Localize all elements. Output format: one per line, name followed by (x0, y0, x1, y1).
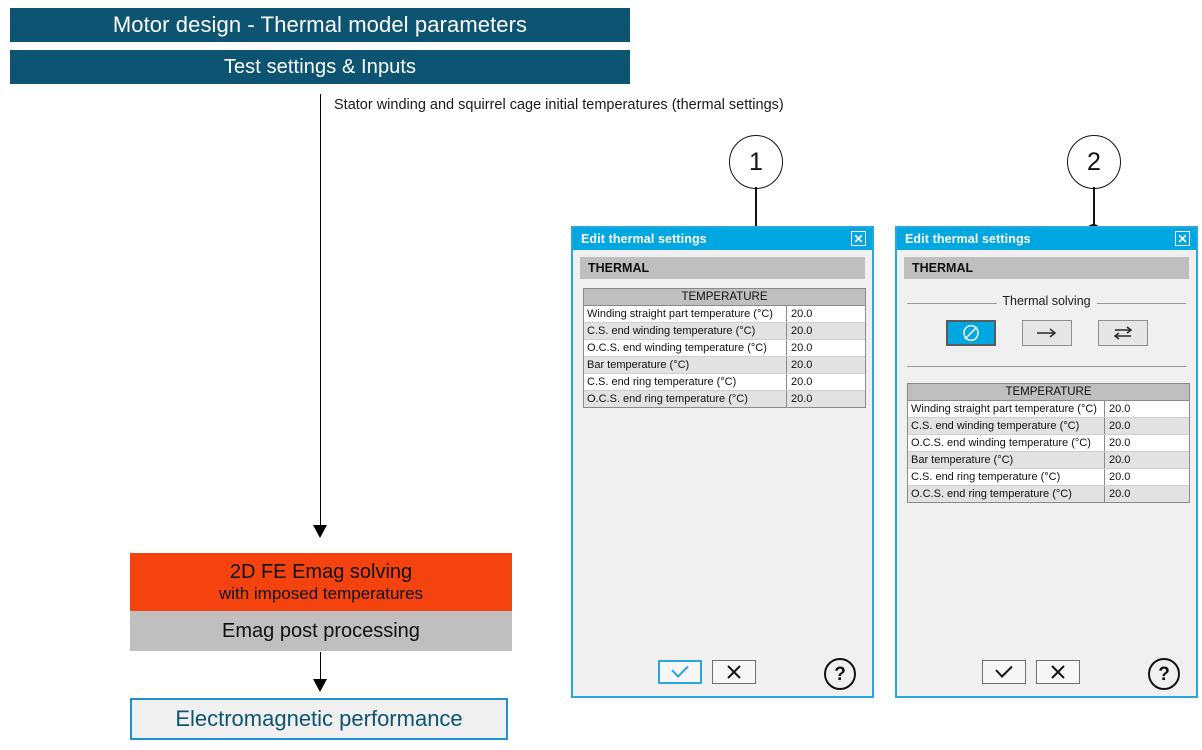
table-row-value[interactable]: 20.0 (1109, 403, 1131, 415)
callout-circle-1: 1 (729, 135, 783, 189)
table-row: O.C.S. end winding temperature (°C) 20.0 (908, 435, 1189, 452)
flow-connector-line-1 (320, 94, 321, 534)
flow-box-emag-line1: 2D FE Emag solving (229, 561, 413, 584)
right-arrow-glyph (1036, 328, 1056, 338)
flow-box-emag-post-processing: Emag post processing (130, 611, 512, 651)
table-row-value[interactable]: 20.0 (791, 308, 813, 320)
dialog2-title: Edit thermal settings (905, 232, 1031, 246)
table-row-value[interactable]: 20.0 (1109, 471, 1131, 483)
page-subtitle-banner: Test settings & Inputs (10, 50, 630, 84)
dialog-edit-thermal-settings-2: Edit thermal settings ✕ THERMAL Thermal … (895, 226, 1198, 698)
dialog2-footer: ? (897, 658, 1196, 690)
no-coupling-icon[interactable] (945, 320, 996, 346)
table-row-value[interactable]: 20.0 (791, 325, 813, 337)
table-row-label: Bar temperature (°C) (908, 452, 1105, 468)
cross-glyph (727, 665, 741, 679)
table-row-value[interactable]: 20.0 (791, 376, 813, 388)
table-row: C.S. end ring temperature (°C) 20.0 (908, 469, 1189, 486)
flow-box-post-label: Emag post processing (222, 619, 420, 642)
table-row: Winding straight part temperature (°C) 20… (584, 306, 865, 323)
group-rule-bottom (907, 366, 1186, 367)
dialog2-tab-thermal[interactable]: THERMAL (904, 257, 1189, 279)
table-row-label: O.C.S. end winding temperature (°C) (584, 340, 787, 356)
dialog1-body: THERMAL TEMPERATURE Winding straight par… (573, 250, 872, 696)
page-title-banner: Motor design - Thermal model parameters (10, 8, 630, 42)
flow-arrowhead-1 (313, 525, 327, 538)
cross-icon[interactable] (712, 660, 756, 684)
table-row: Winding straight part temperature (°C) 20… (908, 401, 1189, 418)
bidirectional-arrows-glyph (1113, 326, 1132, 340)
close-icon[interactable]: ✕ (851, 231, 866, 246)
table-row-label: O.C.S. end ring temperature (°C) (584, 391, 787, 407)
table-row-label: O.C.S. end winding temperature (°C) (908, 435, 1105, 451)
table-row: O.C.S. end winding temperature (°C) 20.0 (584, 340, 865, 357)
table-row-label: C.S. end winding temperature (°C) (584, 323, 787, 339)
table-row: C.S. end winding temperature (°C) 20.0 (908, 418, 1189, 435)
flow-connector-line-2 (320, 652, 321, 684)
table-row-label: Bar temperature (°C) (584, 357, 787, 373)
thermal-solving-label: Thermal solving (996, 294, 1097, 308)
checkmark-glyph (995, 665, 1013, 678)
table-row-value[interactable]: 20.0 (791, 393, 813, 405)
checkmark-icon[interactable] (982, 660, 1026, 684)
page-title: Motor design - Thermal model parameters (112, 12, 528, 37)
table-row: O.C.S. end ring temperature (°C) 20.0 (584, 391, 865, 407)
table-row-label: O.C.S. end ring temperature (°C) (908, 486, 1105, 502)
group-rule-right (1088, 303, 1186, 304)
checkmark-icon[interactable] (658, 660, 702, 684)
table-row: Bar temperature (°C) 20.0 (584, 357, 865, 374)
dialog1-footer: ? (573, 658, 872, 690)
dialog2-tab-label: THERMAL (912, 261, 974, 275)
table-row: C.S. end ring temperature (°C) 20.0 (584, 374, 865, 391)
callout-circle-2: 2 (1067, 135, 1121, 189)
one-way-coupling-icon[interactable] (1021, 320, 1072, 346)
table-row-value[interactable]: 20.0 (1109, 488, 1131, 500)
dialog-edit-thermal-settings-1: Edit thermal settings ✕ THERMAL TEMPERAT… (571, 226, 874, 698)
thermal-solving-mode-buttons (907, 320, 1186, 346)
cross-icon[interactable] (1036, 660, 1080, 684)
dialog1-title: Edit thermal settings (581, 232, 707, 246)
dialog1-tab-thermal[interactable]: THERMAL (580, 257, 865, 279)
two-way-coupling-icon[interactable] (1097, 320, 1148, 346)
table-row-value[interactable]: 20.0 (1109, 420, 1131, 432)
question-mark-icon[interactable]: ? (824, 658, 856, 690)
dialog2-titlebar[interactable]: Edit thermal settings ✕ (897, 228, 1196, 250)
cross-glyph (1051, 665, 1065, 679)
checkmark-glyph (671, 665, 689, 678)
group-rule-left (907, 303, 1005, 304)
table-row-label: C.S. end winding temperature (°C) (908, 418, 1105, 434)
table-row: O.C.S. end ring temperature (°C) 20.0 (908, 486, 1189, 502)
no-coupling-glyph (962, 324, 979, 342)
question-mark-icon[interactable]: ? (1148, 658, 1180, 690)
temperature-table-2-rows: Winding straight part temperature (°C) 20… (908, 401, 1189, 502)
flow-box-performance-label: Electromagnetic performance (175, 706, 463, 731)
table-row-value[interactable]: 20.0 (791, 342, 813, 354)
table-row-value[interactable]: 20.0 (791, 359, 813, 371)
table-row-label: Winding straight part temperature (°C) (584, 306, 787, 322)
temperature-table-1: TEMPERATURE Winding straight part temper… (583, 288, 866, 408)
table-row-label: C.S. end ring temperature (°C) (584, 374, 787, 390)
temperature-table-1-header: TEMPERATURE (584, 289, 865, 306)
table-row: Bar temperature (°C) 20.0 (908, 452, 1189, 469)
flow-box-emag-solving: 2D FE Emag solving with imposed temperat… (130, 553, 512, 611)
dialog1-tab-label: THERMAL (588, 261, 650, 275)
close-icon[interactable]: ✕ (1175, 231, 1190, 246)
page-subtitle: Test settings & Inputs (223, 55, 417, 78)
dialog2-body: THERMAL Thermal solving (897, 250, 1196, 696)
flow-box-electromagnetic-performance: Electromagnetic performance (130, 698, 508, 740)
table-row-value[interactable]: 20.0 (1109, 454, 1131, 466)
temperature-table-2: TEMPERATURE Winding straight part temper… (907, 383, 1190, 503)
dialog1-titlebar[interactable]: Edit thermal settings ✕ (573, 228, 872, 250)
table-row-value[interactable]: 20.0 (1109, 437, 1131, 449)
table-row-label: C.S. end ring temperature (°C) (908, 469, 1105, 485)
temperature-table-1-rows: Winding straight part temperature (°C) 20… (584, 306, 865, 407)
table-row: C.S. end winding temperature (°C) 20.0 (584, 323, 865, 340)
temperature-table-2-header: TEMPERATURE (908, 384, 1189, 401)
caption-text: Stator winding and squirrel cage initial… (334, 97, 784, 113)
table-row-label: Winding straight part temperature (°C) (908, 401, 1105, 417)
thermal-solving-group: Thermal solving (907, 294, 1186, 374)
flow-arrowhead-2 (313, 679, 327, 692)
flow-box-emag-line2: with imposed temperatures (218, 583, 424, 603)
